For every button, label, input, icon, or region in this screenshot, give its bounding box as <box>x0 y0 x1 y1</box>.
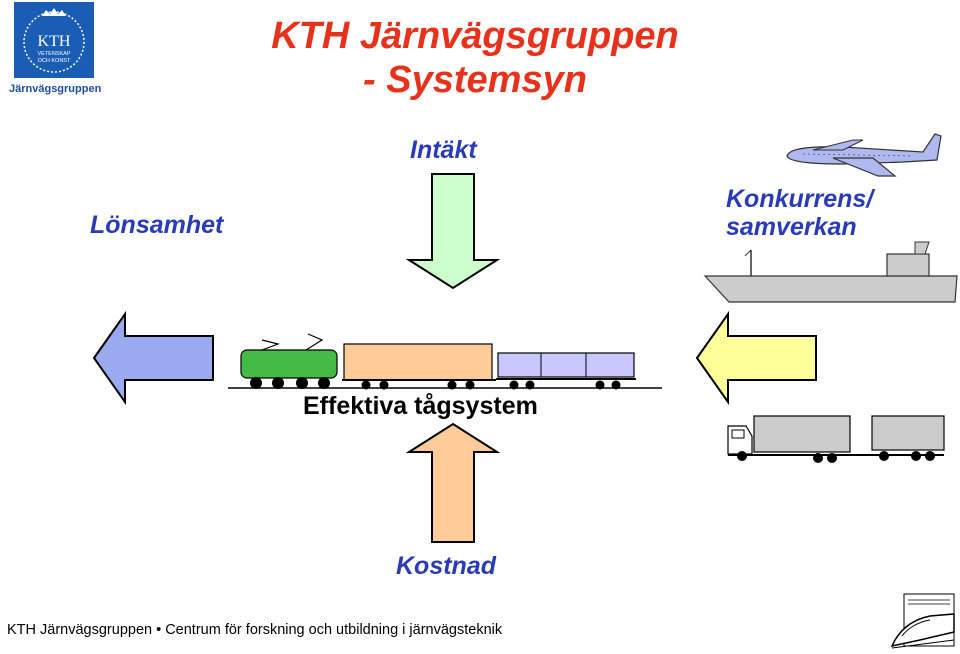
kth-logo: KTH VETENSKAP OCH KONST <box>14 2 94 78</box>
arrow-left-icon <box>92 310 214 406</box>
airplane-icon <box>786 133 942 177</box>
label-konkurrens-line-2: samverkan <box>726 213 857 241</box>
page-title: KTH Järnvägsgruppen - Systemsyn <box>225 14 725 102</box>
logo-subtext-1: VETENSKAP <box>37 51 70 57</box>
title-line-2: - Systemsyn <box>363 59 587 101</box>
label-kostnad: Kostnad <box>396 552 496 580</box>
arrow-left-icon <box>695 310 817 406</box>
label-konkurrens-line-1: Konkurrens/ <box>726 185 874 213</box>
logo-caption: Järnvägsgruppen <box>9 83 102 95</box>
arrow-up-icon <box>405 422 501 543</box>
label-intakt: Intäkt <box>410 136 477 164</box>
arrow-down-icon <box>405 173 501 290</box>
footer-text: KTH Järnvägsgruppen • Centrum för forskn… <box>7 622 503 638</box>
train-icon <box>228 333 662 390</box>
high-speed-train-icon <box>890 593 955 649</box>
logo-text: KTH <box>38 33 71 50</box>
truck-icon <box>727 415 945 463</box>
label-lonsamhet: Lönsamhet <box>90 211 224 239</box>
logo-subtext-2: OCH KONST <box>38 58 71 64</box>
label-effektiva-tagsystem: Effektiva tågsystem <box>303 392 538 420</box>
label-konkurrens: Konkurrens/ samverkan <box>726 185 873 241</box>
title-line-1: KTH Järnvägsgruppen <box>271 15 679 57</box>
kth-crest-icon: KTH VETENSKAP OCH KONST <box>23 8 85 73</box>
ship-icon <box>703 241 958 303</box>
